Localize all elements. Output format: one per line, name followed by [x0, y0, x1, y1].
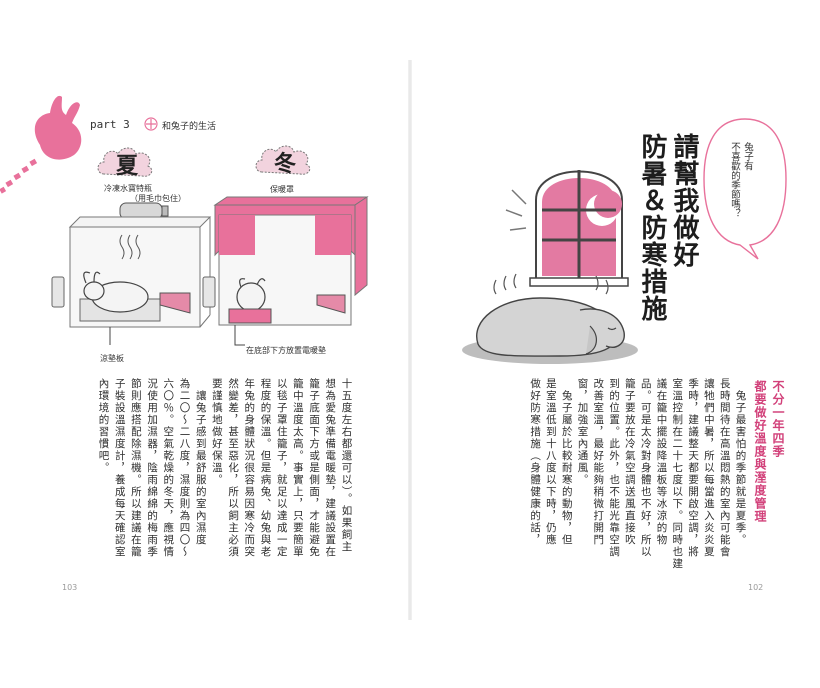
text-column: 議在籠中擺設降溫板等冰涼的物 [655, 378, 668, 546]
sleeping-rabbit-illustration [462, 273, 638, 364]
text-column: 季時，建議整天都要開啟空調，將 [687, 378, 700, 558]
right-page-number: 102 [748, 583, 764, 592]
summer-cloud-icon [97, 147, 153, 177]
text-column: 籠子要放在冷氣空調送風直接吹 [623, 378, 636, 546]
flower-icon [144, 117, 158, 131]
book-spine [408, 60, 412, 620]
text-column: 年兔的身體狀況很容易因寒冷而突 [243, 378, 256, 558]
motion-lines [505, 189, 527, 231]
text-column: 兔子最害怕的季節就是夏季。 [734, 378, 747, 546]
text-column: 讓牠們中暑，所以每當進入炎炎夏 [702, 378, 715, 558]
text-column: 做好防寒措施（身體健康的話， [529, 378, 542, 546]
text-column: 到的位置。此外，也不能光靠空調 [608, 378, 621, 558]
bubble-text: 兔子有 不喜歡的季節嗎？ [729, 142, 753, 218]
text-column: 為二〇～二八度，濕度則為四〇～ [178, 378, 191, 558]
left-page: part 3 和兔子的生活 夏 冷凍水寶特瓶 （用毛巾包住） 涼墊板 冬 保暖罩 [0, 95, 369, 592]
rabbit-silhouette-icon [0, 95, 82, 194]
text-column: 節則應搭配除濕機。所以建議在籠 [129, 378, 142, 558]
mat-label: 涼墊板 [100, 354, 124, 363]
text-column: 況使用加濕器，陰雨綿綿的梅雨季 [146, 378, 159, 558]
winter-cage-illustration [202, 196, 369, 346]
text-column: 以毯子罩住籠子，就足以達成一定 [275, 378, 288, 558]
winter-label: 冬 [274, 152, 297, 177]
speech-bubble [703, 118, 787, 260]
text-column: 子裝設溫濕度計，養成每天確認室 [113, 378, 126, 558]
text-column: 兔子屬於比較耐寒的動物，但 [560, 378, 573, 546]
bottle-label: 冷凍水寶特瓶 [104, 184, 152, 193]
heater-label: 在底部下方放置電暖墊 [246, 346, 326, 355]
window-illustration [529, 170, 629, 287]
text-column: 籠子底面下方或是側面，才能避免 [308, 378, 321, 558]
summer-label: 夏 [116, 154, 139, 179]
section-label: 和兔子的生活 [162, 122, 217, 132]
section-heading-2: 都要做好溫度與溼度管理 [753, 380, 767, 523]
text-column: 讓兔子感到最舒服的室內濕度 [194, 378, 207, 546]
title-line-2: 防暑＆防寒措施 [637, 133, 667, 322]
text-column: 籠中溫度太高。事實上，只要簡單 [291, 378, 304, 558]
text-column: 程度的保溫。但是病兔、幼兔與老 [259, 378, 272, 558]
text-column: 是室溫低到十八度以下時，仍應 [544, 378, 557, 546]
summer-cage-illustration [51, 202, 212, 345]
text-column: 室溫控制在二十七度以下。同時也建 [671, 378, 684, 570]
blanket-label: 保暖罩 [270, 185, 294, 194]
text-column: 十五度左右都還可以）。如果飼主 [340, 378, 353, 553]
text-column: 然變差，甚至惡化，所以飼主必須 [227, 378, 240, 558]
text-column: 想為愛兔準備電暖墊，建議設置在 [324, 378, 337, 558]
text-column: 品。可是太冷對身體也不好，所以 [639, 378, 652, 558]
text-column: 窗，加強室內通風。 [576, 378, 589, 486]
left-page-number: 103 [62, 583, 78, 592]
section-heading-1: 不分一年四季 [771, 380, 785, 458]
right-page: 兔子有 不喜歡的季節嗎？ 請幫我做好 防暑＆防寒措施 [410, 0, 820, 688]
bottle-note: （用毛巾包住） [130, 194, 186, 203]
text-column: 六〇％。空氣乾燥的冬天，應視情 [162, 378, 175, 558]
text-column: 改善室溫，最好能夠稍微打開門 [592, 378, 605, 546]
text-column: 內環境的習慣吧。 [97, 378, 110, 474]
title-line-1: 請幫我做好 [669, 133, 699, 268]
text-column: 長時間待在高溫悶熱的室內可能會 [718, 378, 731, 558]
text-column: 要謹慎地做好保溫。 [210, 378, 223, 486]
part-label: part 3 [90, 118, 130, 131]
winter-cloud-icon [255, 145, 311, 175]
